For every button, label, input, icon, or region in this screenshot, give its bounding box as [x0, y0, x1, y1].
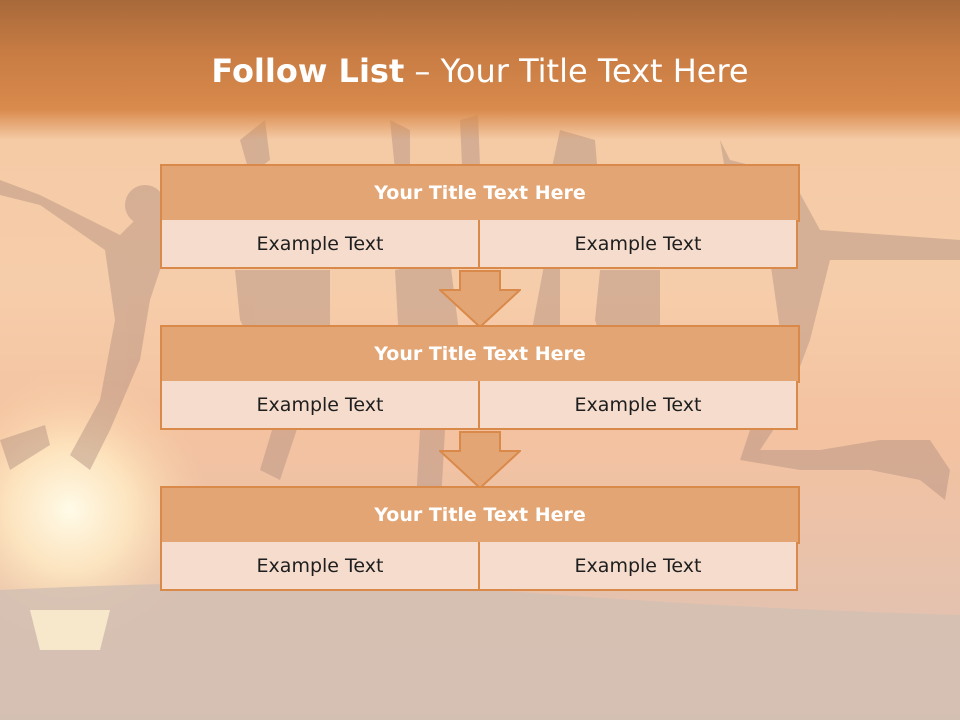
block-cell-left: Example Text	[160, 381, 480, 430]
shoreline	[0, 582, 960, 720]
header-band	[0, 0, 960, 140]
block-title: Your Title Text Here	[160, 164, 800, 222]
block-title: Your Title Text Here	[160, 486, 800, 544]
title-bold: Follow List	[211, 52, 405, 90]
sea-reflection	[30, 610, 110, 650]
title-rest: – Your Title Text Here	[404, 52, 749, 90]
slide-title: Follow List – Your Title Text Here	[0, 52, 960, 90]
block-cell-left: Example Text	[160, 542, 480, 591]
block-cell-right: Example Text	[480, 381, 798, 430]
block-cell-left: Example Text	[160, 220, 480, 269]
list-block-1: Your Title Text Here Example Text Exampl…	[160, 164, 800, 269]
list-block-3: Your Title Text Here Example Text Exampl…	[160, 486, 800, 591]
down-arrow-icon	[439, 431, 521, 489]
list-block-2: Your Title Text Here Example Text Exampl…	[160, 325, 800, 430]
block-cell-right: Example Text	[480, 220, 798, 269]
down-arrow-icon	[439, 270, 521, 328]
sun-glow	[0, 370, 210, 650]
block-title: Your Title Text Here	[160, 325, 800, 383]
block-cell-right: Example Text	[480, 542, 798, 591]
